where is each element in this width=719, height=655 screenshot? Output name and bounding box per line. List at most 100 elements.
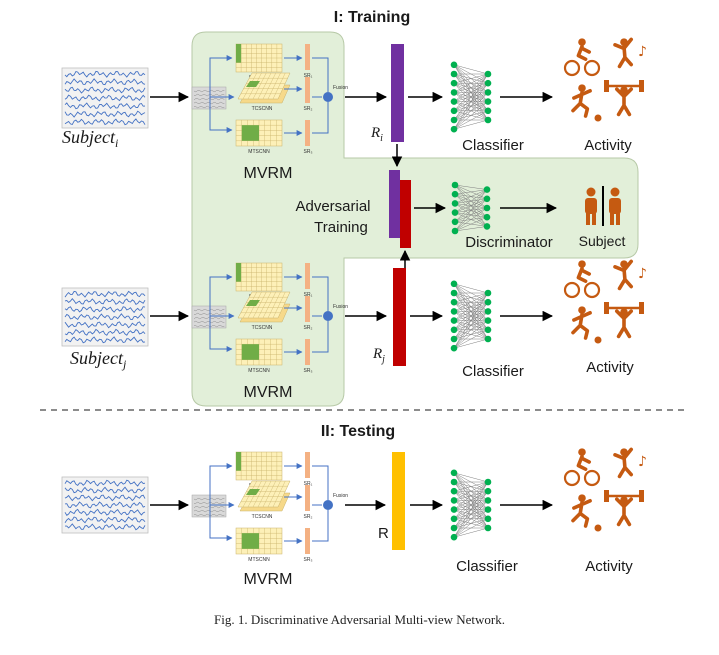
net-edge xyxy=(453,292,489,303)
grid-highlight xyxy=(241,344,259,360)
slab-line xyxy=(262,72,276,100)
net-node xyxy=(450,289,458,297)
person-body xyxy=(576,44,591,61)
adversarial-bar-purple xyxy=(389,170,400,238)
thumb-trace xyxy=(193,324,225,328)
net-edge xyxy=(453,491,489,538)
music-note-icon: ♪ xyxy=(638,454,647,470)
fusion-node xyxy=(323,500,333,510)
signal-trace xyxy=(64,102,146,110)
net-node xyxy=(484,524,492,532)
subject-people-icon xyxy=(585,186,621,226)
ball xyxy=(594,336,602,344)
music-note-icon: ♪ xyxy=(638,266,647,282)
net-edge xyxy=(453,320,489,349)
representation-bar-r xyxy=(392,452,405,550)
net-edge xyxy=(453,64,489,75)
thumb-trace xyxy=(193,501,225,505)
net-edge xyxy=(453,472,489,483)
fusion-in-bottom xyxy=(312,321,329,353)
thumb-trace xyxy=(193,513,225,517)
barbell-plate xyxy=(604,302,609,314)
net-edge xyxy=(453,481,489,501)
net-node xyxy=(484,116,492,124)
person-leg xyxy=(610,213,614,225)
person-head xyxy=(578,494,586,502)
fusion-in-top xyxy=(312,465,329,500)
person-body xyxy=(615,309,633,339)
net-edge xyxy=(453,311,489,349)
activity-icons-j: ♪ xyxy=(563,259,647,344)
music-note-icon: ♪ xyxy=(638,44,647,60)
sr-label: SR₂ xyxy=(304,325,313,331)
net-node xyxy=(450,497,458,504)
net-edge xyxy=(454,189,488,213)
net-edge xyxy=(453,292,489,349)
mvrm-label-j: MVRM xyxy=(244,384,293,401)
net-node xyxy=(450,533,458,541)
net-node xyxy=(484,70,492,78)
person-body xyxy=(613,37,633,69)
net-edge xyxy=(453,92,489,130)
signal-trace xyxy=(64,78,146,86)
tcscnn-label: TCSCNN xyxy=(252,106,273,112)
eeg-signal-j xyxy=(61,287,149,347)
signal-trace xyxy=(64,297,146,306)
person-head xyxy=(610,187,620,197)
slab-line xyxy=(267,480,281,508)
mtscnn-label: MTSCNN xyxy=(248,149,270,155)
net-node xyxy=(450,98,458,105)
person-body xyxy=(576,454,591,471)
barbell-plate xyxy=(639,80,644,92)
fusion-in-bottom xyxy=(312,510,329,542)
ball xyxy=(594,114,602,122)
rj-label: Rj xyxy=(372,346,385,365)
svg-text:Subjectj: Subjectj xyxy=(70,348,127,371)
net-node xyxy=(450,308,458,315)
net-node xyxy=(483,195,491,203)
net-edge xyxy=(453,73,489,111)
svg-text:Ri: Ri xyxy=(370,125,383,144)
mtscnn-label: MTSCNN xyxy=(248,368,270,374)
signal-trace xyxy=(64,110,146,118)
net-edge xyxy=(454,198,488,232)
signal-trace xyxy=(64,328,146,336)
person-head xyxy=(578,448,586,456)
adversarial-bar-red xyxy=(400,180,411,248)
person-leg xyxy=(592,213,596,225)
thumb-trace xyxy=(193,89,225,93)
net-node xyxy=(450,70,458,78)
slab-highlight xyxy=(246,489,260,495)
classifier-network-i xyxy=(450,61,492,133)
net-edge xyxy=(453,292,489,330)
net-edge xyxy=(453,481,489,519)
net-node xyxy=(483,213,491,221)
person-torso xyxy=(609,198,621,214)
slab-highlight xyxy=(246,300,260,306)
net-node xyxy=(484,506,492,513)
signal-trace xyxy=(64,306,146,314)
net-edge xyxy=(453,73,489,84)
net-edge xyxy=(453,481,489,538)
subject-j-label: Subjectj xyxy=(70,348,127,371)
classifier-label-i: Classifier xyxy=(462,137,524,154)
bike-wheel xyxy=(563,469,581,487)
net-node xyxy=(484,308,492,315)
sr-label: SR₃ xyxy=(304,557,313,563)
net-edge xyxy=(453,119,489,130)
net-edge xyxy=(453,329,489,349)
representation-bar-ri xyxy=(391,44,404,142)
testing-title: II: Testing xyxy=(321,423,395,440)
net-node xyxy=(451,227,459,235)
slab-line xyxy=(252,480,267,508)
fusion-label: Fusion xyxy=(333,304,348,310)
mvrm-label-test: MVRM xyxy=(244,571,293,588)
person-body xyxy=(571,311,592,340)
sr-label: SR₃ xyxy=(304,368,313,374)
activity-label-i: Activity xyxy=(584,137,632,154)
discriminator-network xyxy=(451,181,491,235)
mvrm-block-i: SSTCNNTCSCNNMTSCNNSR₁SR₂SR₃Fusion xyxy=(191,43,348,155)
net-edge xyxy=(453,73,489,93)
thumb-trace xyxy=(193,505,225,509)
sr-bar xyxy=(305,263,310,289)
